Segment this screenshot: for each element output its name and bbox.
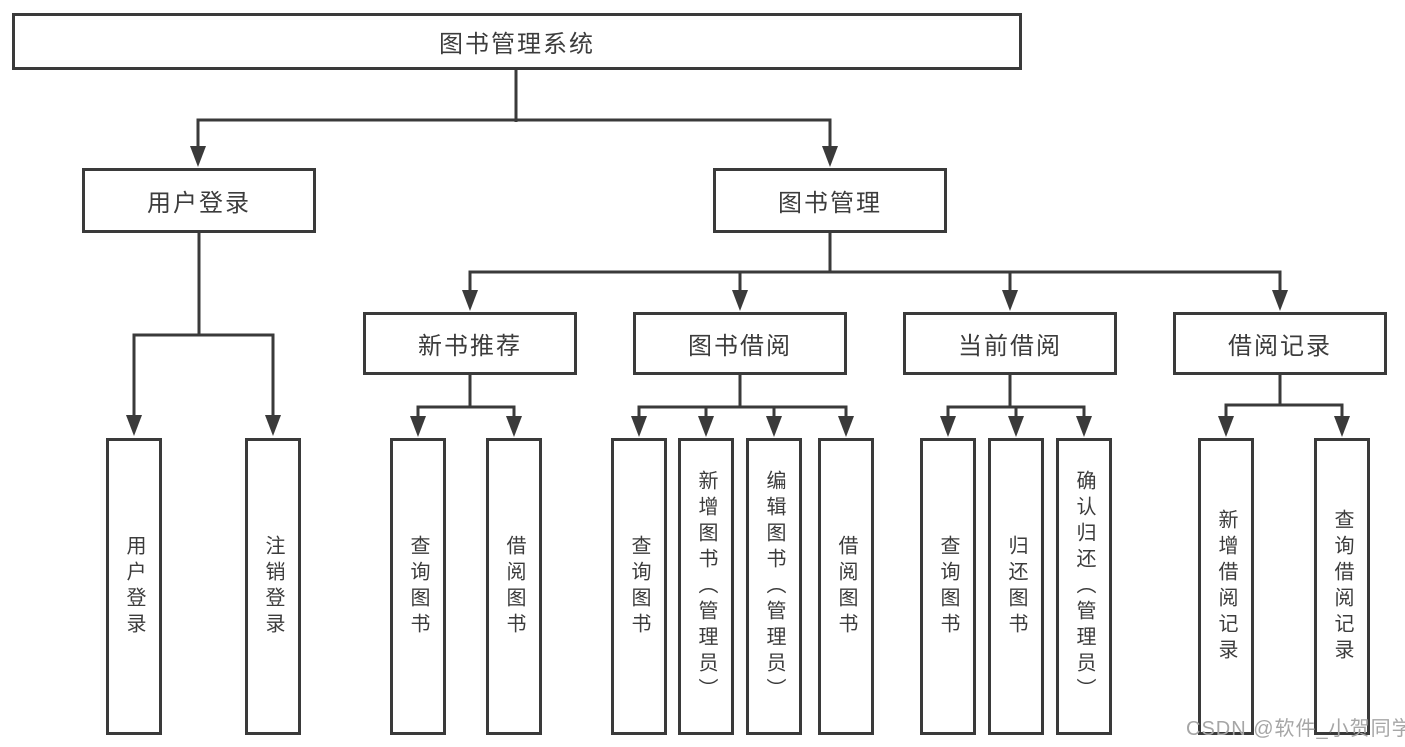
- node-current-borrowing: 当前借阅: [903, 312, 1117, 375]
- connector-book-borrowing-children: [631, 375, 854, 437]
- node-book-management-system: 图书管理系统: [12, 13, 1022, 70]
- connector-line: [196, 118, 832, 152]
- leaf-borrowing-query-books: 查询图书: [611, 438, 667, 735]
- arrowhead-down-icon: [462, 290, 478, 311]
- leaf-user-login: 用户登录: [106, 438, 162, 735]
- node-book-management: 图书管理: [713, 168, 947, 233]
- node-book-borrowing: 图书借阅: [633, 312, 847, 375]
- leaf-logout: 注销登录: [245, 438, 301, 735]
- arrowhead-down-icon: [265, 415, 281, 436]
- connector-line: [416, 405, 516, 420]
- arrowhead-down-icon: [838, 416, 854, 437]
- leaf-records-add-record: 新增借阅记录: [1198, 438, 1254, 735]
- connector-current-borrowing-children: [940, 375, 1092, 437]
- arrowhead-down-icon: [410, 416, 426, 437]
- leaf-current-confirm-return-admin: 确认归还（管理员）: [1056, 438, 1112, 735]
- arrowhead-down-icon: [506, 416, 522, 437]
- arrowhead-down-icon: [766, 416, 782, 437]
- connector-line: [637, 405, 848, 420]
- arrowhead-down-icon: [822, 146, 838, 167]
- connector-new-book-children: [410, 375, 522, 437]
- leaf-current-query-books: 查询图书: [920, 438, 976, 735]
- leaf-newbook-borrow-books: 借阅图书: [486, 438, 542, 735]
- leaf-current-return-books: 归还图书: [988, 438, 1044, 735]
- connector-line: [1224, 403, 1344, 420]
- leaf-borrowing-edit-books-admin: 编辑图书（管理员）: [746, 438, 802, 735]
- connector-line: [132, 333, 275, 421]
- arrowhead-down-icon: [631, 416, 647, 437]
- leaf-borrowing-add-books-admin: 新增图书（管理员）: [678, 438, 734, 735]
- arrowhead-down-icon: [1076, 416, 1092, 437]
- arrowhead-down-icon: [1272, 290, 1288, 311]
- node-borrowing-records: 借阅记录: [1173, 312, 1387, 375]
- node-user-login: 用户登录: [82, 168, 316, 233]
- arrowhead-down-icon: [1218, 416, 1234, 437]
- connector-book-management-children: [462, 233, 1288, 311]
- arrowhead-down-icon: [190, 146, 206, 167]
- connector-line: [468, 270, 1282, 294]
- leaf-newbook-query-books: 查询图书: [390, 438, 446, 735]
- arrowhead-down-icon: [1334, 416, 1350, 437]
- node-new-book-recommendation: 新书推荐: [363, 312, 577, 375]
- leaf-records-query-record: 查询借阅记录: [1314, 438, 1370, 735]
- connector-user-login-children: [126, 233, 281, 436]
- leaf-borrowing-borrow-books: 借阅图书: [818, 438, 874, 735]
- arrowhead-down-icon: [126, 415, 142, 436]
- connector-root-to-level2: [190, 70, 838, 167]
- arrowhead-down-icon: [732, 290, 748, 311]
- arrowhead-down-icon: [1008, 416, 1024, 437]
- arrowhead-down-icon: [1002, 290, 1018, 311]
- watermark-text: CSDN @软件_小贺同学: [1186, 718, 1405, 740]
- arrowhead-down-icon: [940, 416, 956, 437]
- connector-borrowing-records-children: [1218, 375, 1350, 437]
- arrowhead-down-icon: [698, 416, 714, 437]
